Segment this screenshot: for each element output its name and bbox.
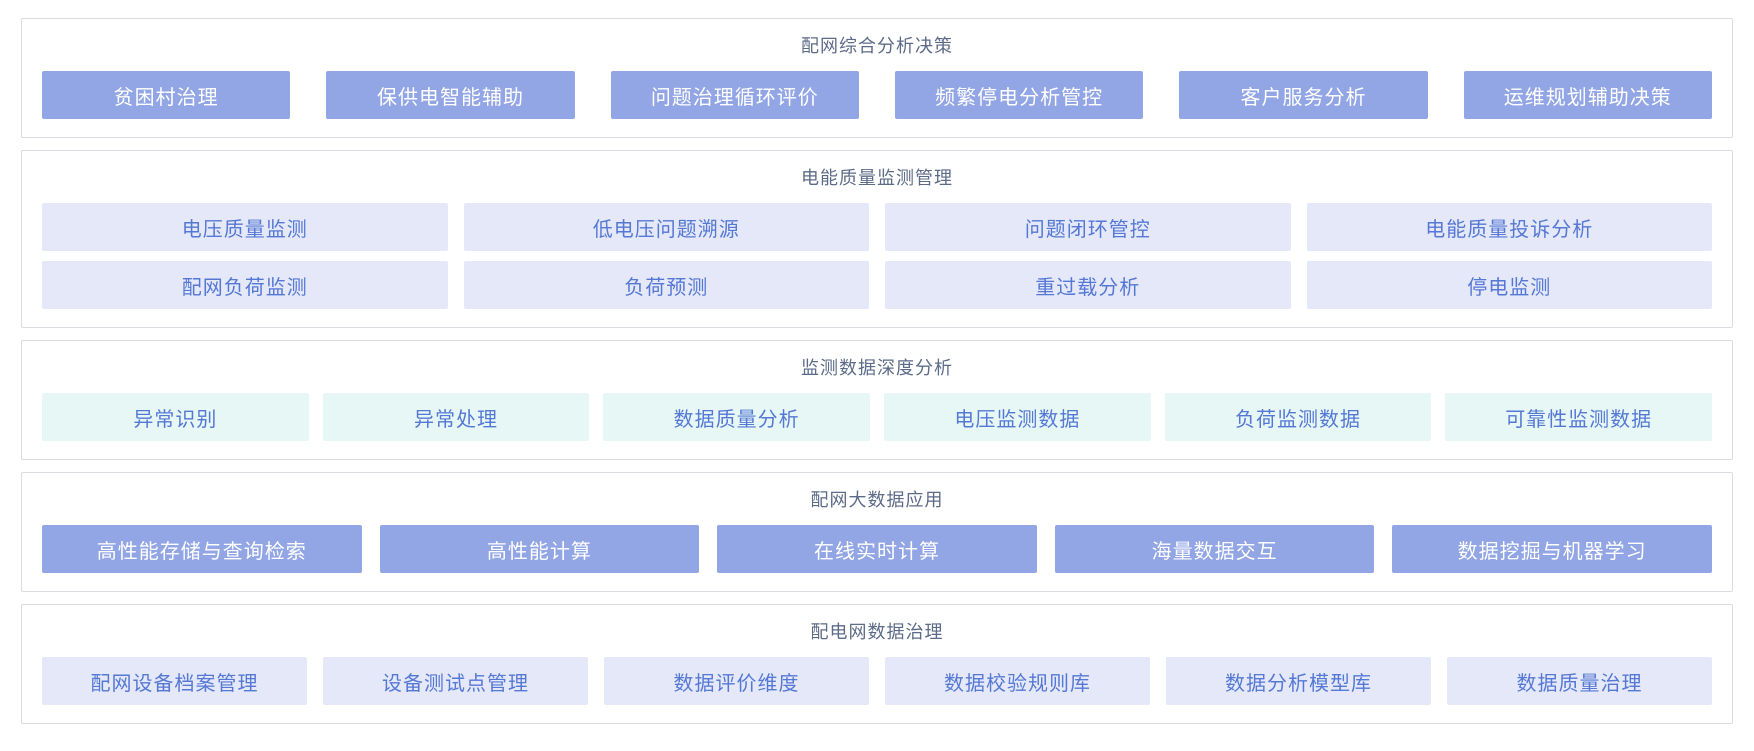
module-tile[interactable]: 数据质量分析 — [603, 393, 871, 441]
module-tile[interactable]: 保供电智能辅助 — [326, 71, 575, 119]
architecture-panel: 配网综合分析决策贫困村治理保供电智能辅助问题治理循环评价频繁停电分析管控客户服务… — [21, 18, 1733, 724]
section-title: 电能质量监测管理 — [801, 168, 953, 188]
module-tile[interactable]: 数据校验规则库 — [885, 657, 1150, 705]
section-group: 电能质量监测管理电压质量监测低电压问题溯源问题闭环管控电能质量投诉分析配网负荷监… — [21, 150, 1733, 328]
module-tile[interactable]: 客户服务分析 — [1179, 71, 1428, 119]
module-tile[interactable]: 配网负荷监测 — [42, 261, 448, 309]
module-tile[interactable]: 负荷监测数据 — [1164, 393, 1432, 441]
module-tile[interactable]: 高性能计算 — [379, 525, 700, 573]
module-tile[interactable]: 数据分析模型库 — [1166, 657, 1431, 705]
module-tile[interactable]: 配网设备档案管理 — [42, 657, 307, 705]
module-tile[interactable]: 异常处理 — [322, 393, 590, 441]
tile-row: 配网设备档案管理设备测试点管理数据评价维度数据校验规则库数据分析模型库数据质量治… — [42, 657, 1712, 705]
module-tile[interactable]: 海量数据交互 — [1054, 525, 1375, 573]
section-group: 配电网数据治理配网设备档案管理设备测试点管理数据评价维度数据校验规则库数据分析模… — [21, 604, 1733, 724]
module-tile[interactable]: 数据质量治理 — [1447, 657, 1712, 705]
module-tile[interactable]: 数据评价维度 — [604, 657, 869, 705]
module-tile[interactable]: 运维规划辅助决策 — [1463, 71, 1712, 119]
module-tile[interactable]: 异常识别 — [42, 393, 309, 441]
section-group: 配网大数据应用高性能存储与查询检索高性能计算在线实时计算海量数据交互数据挖掘与机… — [21, 472, 1733, 592]
module-tile[interactable]: 数据挖掘与机器学习 — [1392, 525, 1712, 573]
module-tile[interactable]: 低电压问题溯源 — [463, 203, 869, 251]
module-tile[interactable]: 设备测试点管理 — [323, 657, 588, 705]
module-tile[interactable]: 电能质量投诉分析 — [1306, 203, 1712, 251]
module-tile[interactable]: 在线实时计算 — [717, 525, 1037, 573]
module-tile[interactable]: 问题闭环管控 — [885, 203, 1291, 251]
module-tile[interactable]: 可靠性监测数据 — [1445, 393, 1713, 441]
module-tile[interactable]: 频繁停电分析管控 — [894, 71, 1144, 119]
module-tile[interactable]: 问题治理循环评价 — [610, 71, 859, 119]
section-group: 监测数据深度分析异常识别异常处理数据质量分析电压监测数据负荷监测数据可靠性监测数… — [21, 340, 1733, 460]
section-title: 监测数据深度分析 — [801, 358, 953, 378]
section-group: 配网综合分析决策贫困村治理保供电智能辅助问题治理循环评价频繁停电分析管控客户服务… — [21, 18, 1733, 138]
module-tile[interactable]: 电压质量监测 — [42, 203, 448, 251]
module-tile[interactable]: 贫困村治理 — [42, 71, 291, 119]
module-tile[interactable]: 重过载分析 — [885, 261, 1291, 309]
module-tile[interactable]: 负荷预测 — [463, 261, 869, 309]
section-title: 配电网数据治理 — [810, 622, 944, 642]
tile-row: 配网负荷监测负荷预测重过载分析停电监测 — [42, 261, 1712, 309]
tile-row: 异常识别异常处理数据质量分析电压监测数据负荷监测数据可靠性监测数据 — [42, 393, 1713, 441]
tile-row: 电压质量监测低电压问题溯源问题闭环管控电能质量投诉分析 — [42, 203, 1712, 251]
section-title: 配网综合分析决策 — [801, 36, 953, 56]
module-tile[interactable]: 电压监测数据 — [884, 393, 1151, 441]
tile-row: 高性能存储与查询检索高性能计算在线实时计算海量数据交互数据挖掘与机器学习 — [42, 525, 1712, 573]
module-tile[interactable]: 停电监测 — [1306, 261, 1712, 309]
module-tile[interactable]: 高性能存储与查询检索 — [42, 525, 362, 573]
section-title: 配网大数据应用 — [810, 490, 944, 510]
tile-row: 贫困村治理保供电智能辅助问题治理循环评价频繁停电分析管控客户服务分析运维规划辅助… — [42, 71, 1712, 119]
